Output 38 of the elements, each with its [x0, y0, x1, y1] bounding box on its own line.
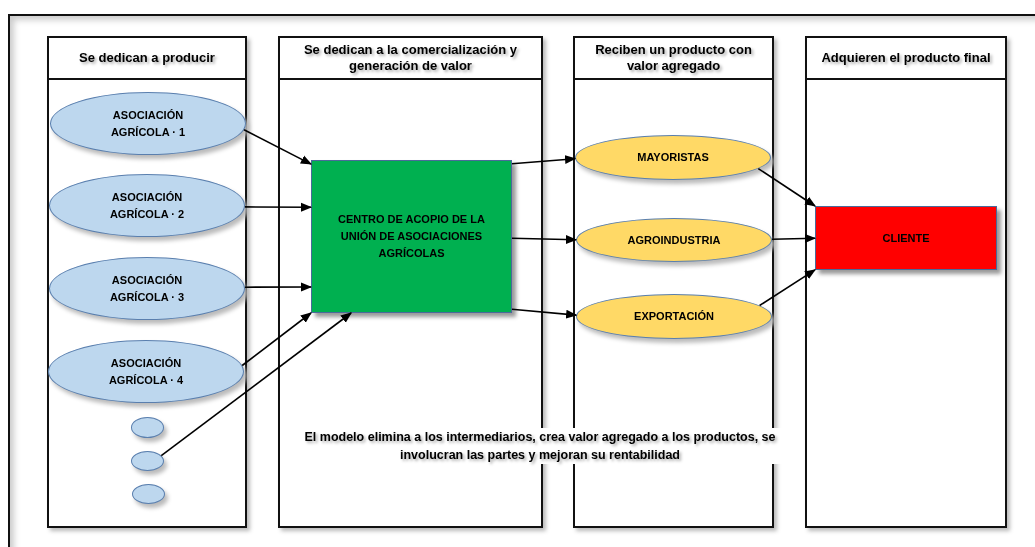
node-label: ASOCIACIÓN AGRÍCOLA · 1: [109, 107, 187, 140]
node-label: CLIENTE: [882, 230, 930, 246]
column-heading: Adquieren el producto final: [807, 38, 1005, 80]
arrow: [160, 312, 352, 457]
arrow: [511, 155, 577, 165]
ellipse-node: [576, 218, 772, 262]
node-label: ASOCIACIÓN AGRÍCOLA · 2: [108, 189, 186, 222]
arrow: [241, 312, 312, 367]
swimlane-column: [47, 36, 247, 528]
ellipse-node: [49, 257, 245, 320]
arrow: [758, 269, 816, 307]
arrow: [243, 129, 312, 165]
arrow: [511, 235, 578, 244]
arrow: [511, 308, 578, 319]
node-label: CENTRO DE ACOPIO DE LA UNIÓN DE ASOCIACIONES AGRÍCOLAS: [337, 212, 486, 261]
arrow: [244, 202, 313, 212]
process-box: [311, 160, 512, 313]
ellipse-node: [131, 417, 164, 438]
ellipse-node: [576, 294, 772, 339]
node-label: MAYORISTAS: [637, 150, 709, 165]
node-label: ASOCIACIÓN AGRÍCOLA · 4: [107, 355, 185, 388]
ellipse-node: [48, 340, 244, 403]
ellipse-node: [575, 135, 771, 180]
ellipse-node: [50, 92, 246, 155]
column-heading: Se dedican a la comercialización y generación de valor: [280, 38, 541, 80]
arrow: [771, 234, 817, 243]
arrow: [244, 282, 313, 292]
ellipse-node: [132, 484, 165, 504]
swimlane-column: [805, 36, 1007, 528]
node-label: AGROINDUSTRIA: [627, 232, 721, 248]
column-heading: Se dedican a producir: [49, 38, 245, 80]
node-label: EXPORTACIÓN: [634, 309, 714, 324]
ellipse-node: [131, 451, 164, 471]
arrow: [757, 167, 816, 207]
column-heading: Reciben un producto con valor agregado: [575, 38, 772, 80]
ellipse-node: [49, 174, 245, 237]
client-box: [815, 206, 997, 270]
node-label: ASOCIACIÓN AGRÍCOLA · 3: [108, 272, 186, 305]
